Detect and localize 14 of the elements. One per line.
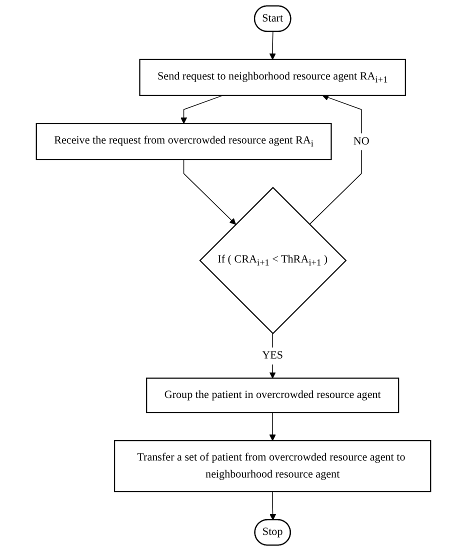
arrow <box>180 95 224 124</box>
arrow <box>183 159 236 225</box>
arrow <box>269 31 276 60</box>
arrow <box>269 412 276 441</box>
node-box: Group the patient in overcrowded resource agent <box>146 378 400 414</box>
node-box: Receive the request from overcrowded resource agent RA$_{i}$ <box>36 122 332 160</box>
arrow <box>270 491 276 520</box>
node-box: Send request to neighborhood resource agent RA$_{i+1}$ <box>139 58 406 96</box>
arrow <box>269 333 276 378</box>
edge-label: YES <box>262 350 284 362</box>
node-diamond: If ( CRA$_{i+1}$ < ThRA$_{i+1}$ ) <box>199 186 347 334</box>
node-box: Transfer a set of patient from overcrowded resource agent to neighbourhood resource agent <box>114 440 432 492</box>
arrow <box>309 94 362 225</box>
edge-label: NO <box>353 135 370 148</box>
